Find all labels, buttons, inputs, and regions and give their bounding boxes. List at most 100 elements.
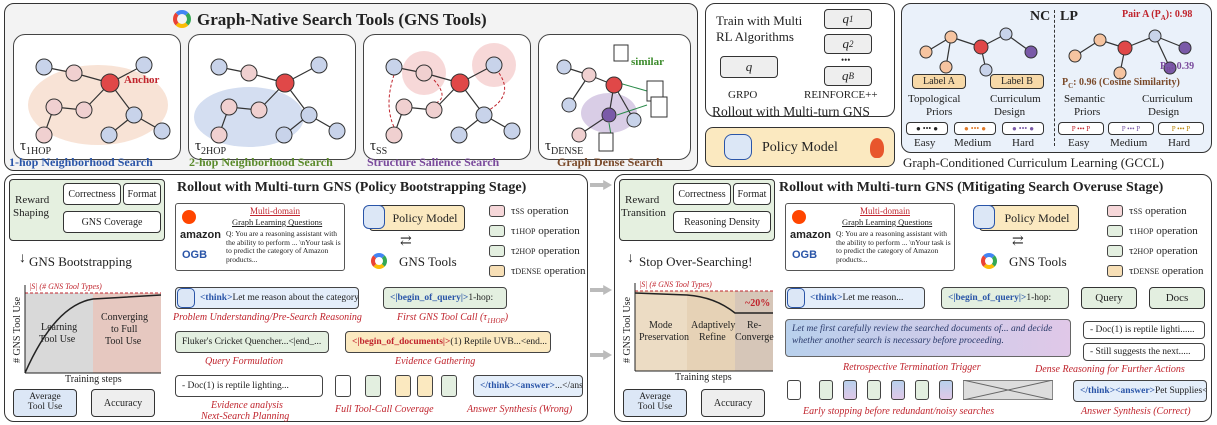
lp-medium: Medium <box>1110 137 1148 149</box>
s1-question-text: Q: You are a reasoning assistant with th… <box>226 229 341 264</box>
s1-format: Format <box>123 183 161 205</box>
rl-title-2: RL Algorithms <box>716 29 794 44</box>
topo-2: Priors <box>926 106 953 118</box>
s2-query-box: Query <box>1081 287 1137 309</box>
lp-curr-2: Design <box>1148 106 1180 118</box>
s2-reddit-icon <box>792 210 806 224</box>
lp-easy-box: P ••• P <box>1058 122 1104 135</box>
s2-chart: |S| (# GNS Tool Types) ~20% Mode Preserv… <box>625 280 775 383</box>
stage2-panel: Reward Transition Correctness Format Rea… <box>614 174 1212 422</box>
s1-cov-cell-4 <box>417 375 433 397</box>
rollout-top-label: Rollout with Multi-turn GNS <box>712 104 870 119</box>
s2-region1-1: Mode <box>649 320 673 331</box>
lp-hard: Hard <box>1168 137 1190 149</box>
s1-multidomain: Multi-domain <box>250 206 300 216</box>
nc-lp-divider <box>1054 10 1055 146</box>
anchor-label: Anchor <box>124 74 160 86</box>
s1-question-card: amazon OGB Multi-domain Graph Learning Q… <box>175 203 345 271</box>
robot-icon <box>724 134 752 160</box>
s2-cell-6 <box>915 380 929 400</box>
s1-docs-step: <|begin_of_documents|> (1) Reptile UVB..… <box>345 331 551 353</box>
s2-cell-1 <box>787 380 801 400</box>
s2-yaxis: # GNS Tool Use <box>622 296 634 364</box>
s2-cell-7 <box>939 380 953 400</box>
tool-symbol-1hop: τ1HOP <box>20 138 52 157</box>
s2-answer-step: </think><answer>Pet Supplies</ans <box>1073 380 1207 402</box>
lp-label: LP <box>1060 9 1078 24</box>
sem-2: Priors <box>1074 106 1101 118</box>
s1-think-step: <think> Let me reason about the category… <box>175 287 359 309</box>
s2-cell-2 <box>819 380 833 400</box>
s2-policy-model[interactable]: Policy Model <box>979 205 1079 231</box>
s1-region2-3: Tool Use <box>105 336 142 347</box>
s1-lbl-synth: Answer Synthesis (Wrong) <box>467 404 573 415</box>
s1-reward-1: Reward <box>15 194 50 206</box>
lp-curr-1: Curriculum <box>1142 93 1193 105</box>
s2-region2-2: Refine <box>699 332 726 343</box>
s1-answer-step: </think><answer>...</ans <box>473 375 583 397</box>
s2-still-step: - Still suggests the next..... <box>1083 343 1205 361</box>
s1-fluker-step: Fluker's Cricket Quencher...<|end_... <box>175 331 329 353</box>
nc-easy: Easy <box>914 137 936 149</box>
curr-2: Design <box>994 106 1026 118</box>
s1-down-arrow: ↓ <box>19 251 26 266</box>
tool-tile-1hop[interactable]: Anchor τ1HOP <box>13 34 181 160</box>
gns-panel-title: Graph-Native Search Tools (GNS Tools) <box>197 10 487 29</box>
s1-xaxis: Training steps <box>65 374 122 385</box>
lp-easy: Easy <box>1068 137 1090 149</box>
s2-cell-5 <box>891 380 905 400</box>
s1-lbl-full: Full Tool-Call Coverage <box>335 404 434 415</box>
s2-accuracy: Accuracy <box>701 389 765 417</box>
s2-region1-2: Preservation <box>639 332 689 343</box>
s2-google-icon <box>981 253 997 269</box>
s1-lbl-evidence: Evidence Gathering <box>395 356 476 367</box>
s1-coverage: GNS Coverage <box>63 211 161 233</box>
tool-symbol-2hop: τ2HOP <box>195 138 227 157</box>
s1-swap-icon: ⇄ <box>400 234 412 249</box>
s1-policy-model[interactable]: Policy Model <box>369 205 465 231</box>
topo-1: Topological <box>908 93 961 105</box>
tool-tile-dense[interactable]: similar τDENSE <box>538 34 691 160</box>
gns-tools-panel: Graph-Native Search Tools (GNS Tools) An… <box>4 3 698 171</box>
s1-setlabel: |S| (# GNS Tool Types) <box>29 282 102 291</box>
s1-gns-tools: GNS Tools <box>399 254 457 269</box>
s2-down-arrow: ↓ <box>627 251 634 266</box>
s1-cov-cell-2 <box>365 375 381 397</box>
grpo-label: GRPO <box>728 89 758 101</box>
tool-symbol-dense: τDENSE <box>545 138 584 157</box>
s1-google-icon <box>371 253 387 269</box>
s1-chart: |S| (# GNS Tool Types) Learning Tool Use… <box>15 282 163 385</box>
lp-graph-svg <box>1068 29 1192 80</box>
graph-1hop-svg <box>28 56 171 145</box>
s2-think-robot <box>787 288 805 308</box>
sem-1: Semantic <box>1064 93 1105 105</box>
s2-doc1-step: - Doc(1) is reptile lighti...... <box>1083 321 1205 339</box>
s1-lbl-eana-2: Next-Search Planning <box>201 411 290 422</box>
tool-tile-ss[interactable]: τSS <box>363 34 531 160</box>
s1-bootstrapping: GNS Bootstrapping <box>29 254 132 269</box>
gccl-caption: Graph-Conditioned Curriculum Learning (G… <box>903 155 1165 170</box>
s2-region3-2: Converge <box>735 332 774 343</box>
s2-setlabel: |S| (# GNS Tool Types) <box>639 280 712 289</box>
s2-graphq: Graph Learning Questions <box>842 217 933 227</box>
nc-label: NC <box>1030 9 1051 24</box>
s1-think-robot <box>177 288 195 308</box>
caption-dense: Graph Dense Search <box>557 155 663 169</box>
s2-format: Format <box>733 183 771 205</box>
policy-model-top[interactable]: Policy Model <box>705 127 895 167</box>
s2-lbl-retro: Retrospective Termination Trigger <box>843 362 981 373</box>
s1-region2-1: Converging <box>101 312 149 323</box>
tool-tile-2hop[interactable]: τ2HOP <box>188 34 356 160</box>
s2-ogb: OGB <box>792 249 818 261</box>
label-b: Label B <box>990 74 1044 89</box>
nc-hard-box: ● ••• ● <box>1002 122 1044 135</box>
s1-lbl-query: Query Formulation <box>205 356 284 367</box>
s2-region3-1: Re- <box>747 320 762 331</box>
